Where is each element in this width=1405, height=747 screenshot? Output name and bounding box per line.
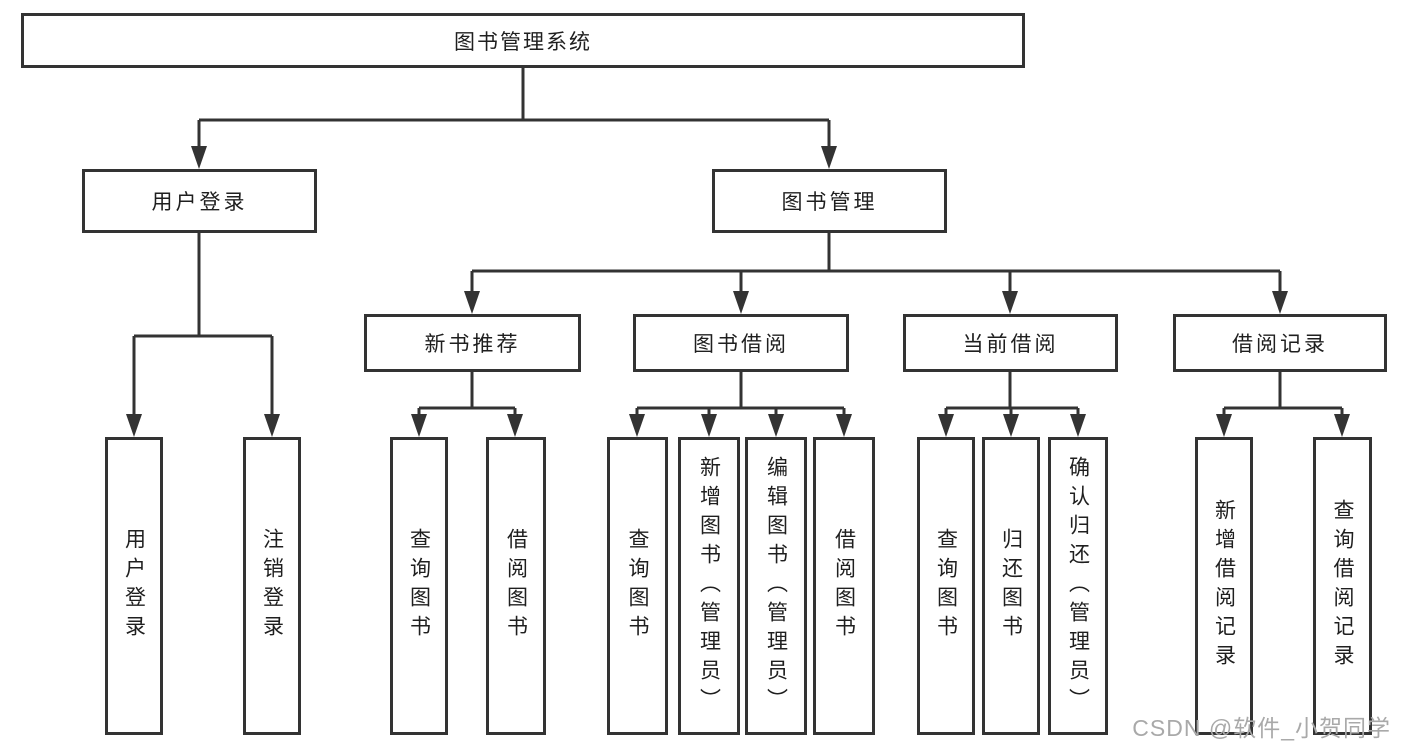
- node-label: 查询图书: [934, 528, 958, 644]
- leaf-user-login: 用户登录: [105, 437, 163, 735]
- leaf-query-books-borrow: 查询图书: [607, 437, 668, 735]
- leaf-confirm-return-admin: 确认归还（管理员）: [1048, 437, 1108, 735]
- node-label: 借阅图书: [504, 528, 528, 644]
- leaf-query-books-current: 查询图书: [917, 437, 975, 735]
- leaf-add-books-admin: 新增图书（管理员）: [678, 437, 740, 735]
- leaf-borrow-books-recommend: 借阅图书: [486, 437, 546, 735]
- node-borrowing-records: 借阅记录: [1173, 314, 1387, 372]
- node-book-borrowing: 图书借阅: [633, 314, 849, 372]
- node-new-book-recommendation: 新书推荐: [364, 314, 581, 372]
- node-label: 当前借阅: [962, 333, 1059, 356]
- node-label: 新增图书（管理员）: [697, 455, 721, 717]
- node-label: 借阅记录: [1232, 333, 1328, 356]
- node-label: 图书管理: [781, 191, 878, 214]
- node-label: 查询图书: [407, 528, 431, 644]
- connector-currentborrow-to-leaves: [938, 372, 1086, 437]
- leaf-return-books: 归还图书: [982, 437, 1040, 735]
- node-label: 查询图书: [626, 528, 649, 644]
- node-book-management: 图书管理: [712, 169, 947, 233]
- node-label: 借阅图书: [832, 528, 856, 644]
- node-user-login: 用户登录: [82, 169, 317, 233]
- leaf-logout-login: 注销登录: [243, 437, 301, 735]
- node-label: 归还图书: [999, 528, 1023, 644]
- node-label: 确认归还（管理员）: [1066, 455, 1090, 717]
- node-label: 注销登录: [260, 528, 284, 644]
- node-current-borrowing: 当前借阅: [903, 314, 1118, 372]
- node-label: 新增借阅记录: [1212, 499, 1236, 673]
- leaf-borrow-books: 借阅图书: [813, 437, 875, 735]
- connector-bookborrow-to-leaves: [629, 372, 852, 437]
- node-library-management-system: 图书管理系统: [21, 13, 1025, 68]
- leaf-query-borrow-record: 查询借阅记录: [1313, 437, 1372, 735]
- node-label: 图书借阅: [693, 333, 789, 356]
- connector-bookmgmt-to-level3: [464, 233, 1288, 314]
- node-label: 查询借阅记录: [1331, 499, 1354, 673]
- node-label: 新书推荐: [424, 333, 521, 356]
- node-label: 用户登录: [122, 528, 146, 644]
- connector-borrowrecords-to-leaves: [1216, 372, 1350, 437]
- node-label: 编辑图书（管理员）: [764, 455, 788, 717]
- leaf-edit-books-admin: 编辑图书（管理员）: [745, 437, 807, 735]
- node-label: 图书管理系统: [454, 30, 592, 54]
- leaf-add-borrow-record: 新增借阅记录: [1195, 437, 1253, 735]
- node-label: 用户登录: [151, 191, 248, 214]
- connector-userlogin-to-leaves: [126, 233, 280, 437]
- connector-root-to-level2: [191, 68, 837, 169]
- leaf-query-books-recommend: 查询图书: [390, 437, 448, 735]
- connector-newbook-to-leaves: [411, 372, 523, 437]
- csdn-watermark: CSDN @软件_小贺同学: [1132, 715, 1391, 741]
